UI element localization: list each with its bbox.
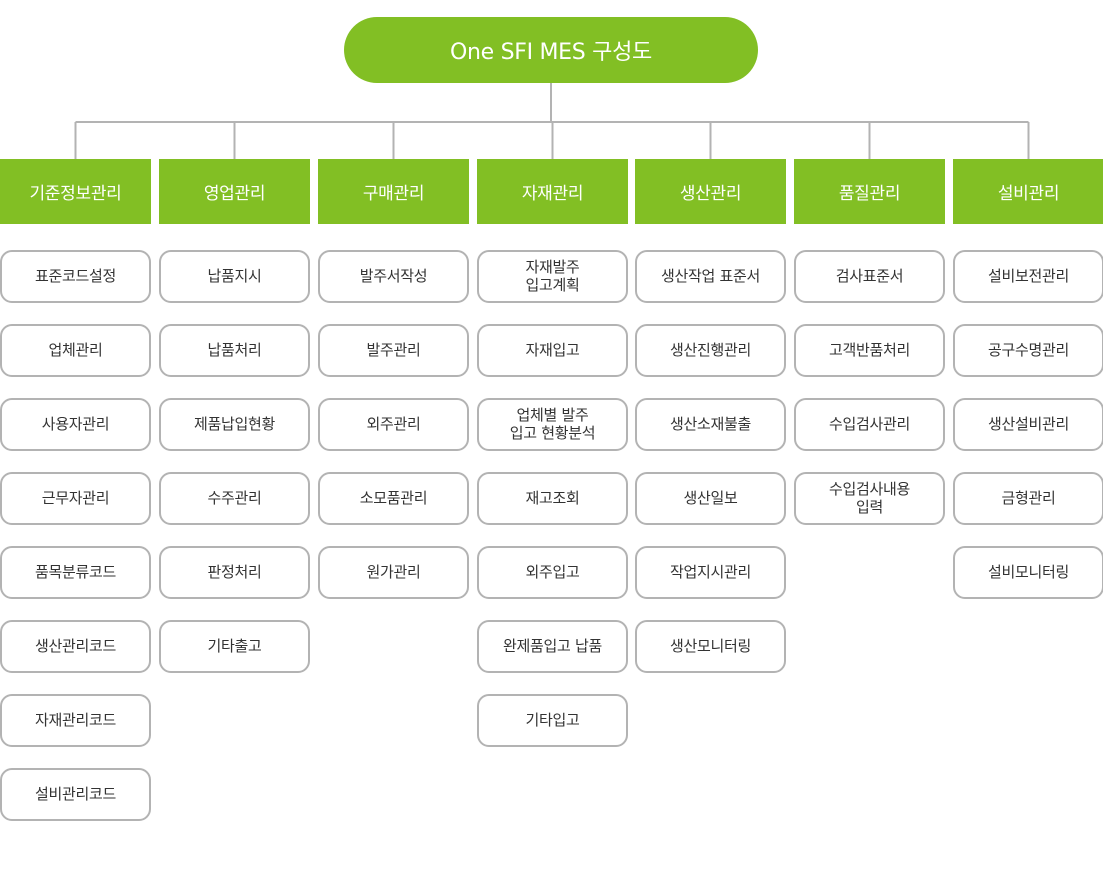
menu-item: 품목분류코드	[0, 546, 151, 599]
menu-item: 고객반품처리	[794, 324, 945, 377]
menu-item: 생산작업 표준서	[635, 250, 786, 303]
menu-item: 자재입고	[477, 324, 628, 377]
category-header: 영업관리	[159, 159, 310, 224]
menu-item: 공구수명관리	[953, 324, 1103, 377]
menu-item: 생산진행관리	[635, 324, 786, 377]
menu-item: 납품처리	[159, 324, 310, 377]
menu-item: 설비보전관리	[953, 250, 1103, 303]
menu-item: 외주관리	[318, 398, 469, 451]
menu-item: 판정처리	[159, 546, 310, 599]
menu-item: 발주관리	[318, 324, 469, 377]
menu-item: 완제품입고 납품	[477, 620, 628, 673]
menu-item: 자재발주 입고계획	[477, 250, 628, 303]
menu-item: 표준코드설정	[0, 250, 151, 303]
menu-item: 업체별 발주 입고 현황분석	[477, 398, 628, 451]
menu-item: 생산모니터링	[635, 620, 786, 673]
menu-item: 외주입고	[477, 546, 628, 599]
menu-item: 검사표준서	[794, 250, 945, 303]
menu-item: 수입검사관리	[794, 398, 945, 451]
menu-item: 업체관리	[0, 324, 151, 377]
menu-item: 납품지시	[159, 250, 310, 303]
menu-item: 생산소재불출	[635, 398, 786, 451]
category-header: 설비관리	[953, 159, 1103, 224]
menu-item: 생산설비관리	[953, 398, 1103, 451]
category-header: 생산관리	[635, 159, 786, 224]
menu-item: 금형관리	[953, 472, 1103, 525]
menu-item: 기타입고	[477, 694, 628, 747]
menu-item: 소모품관리	[318, 472, 469, 525]
menu-item: 설비관리코드	[0, 768, 151, 821]
menu-item: 수주관리	[159, 472, 310, 525]
menu-item: 제품납입현황	[159, 398, 310, 451]
menu-item: 수입검사내용 입력	[794, 472, 945, 525]
menu-item: 재고조회	[477, 472, 628, 525]
menu-item: 원가관리	[318, 546, 469, 599]
category-header: 구매관리	[318, 159, 469, 224]
menu-item: 작업지시관리	[635, 546, 786, 599]
menu-item: 생산일보	[635, 472, 786, 525]
menu-item: 설비모니터링	[953, 546, 1103, 599]
diagram-title: One SFI MES 구성도	[344, 17, 758, 83]
menu-item: 사용자관리	[0, 398, 151, 451]
category-header: 기준정보관리	[0, 159, 151, 224]
menu-item: 발주서작성	[318, 250, 469, 303]
menu-item: 기타출고	[159, 620, 310, 673]
menu-item: 생산관리코드	[0, 620, 151, 673]
menu-item: 근무자관리	[0, 472, 151, 525]
menu-item: 자재관리코드	[0, 694, 151, 747]
category-header: 품질관리	[794, 159, 945, 224]
category-header: 자재관리	[477, 159, 628, 224]
